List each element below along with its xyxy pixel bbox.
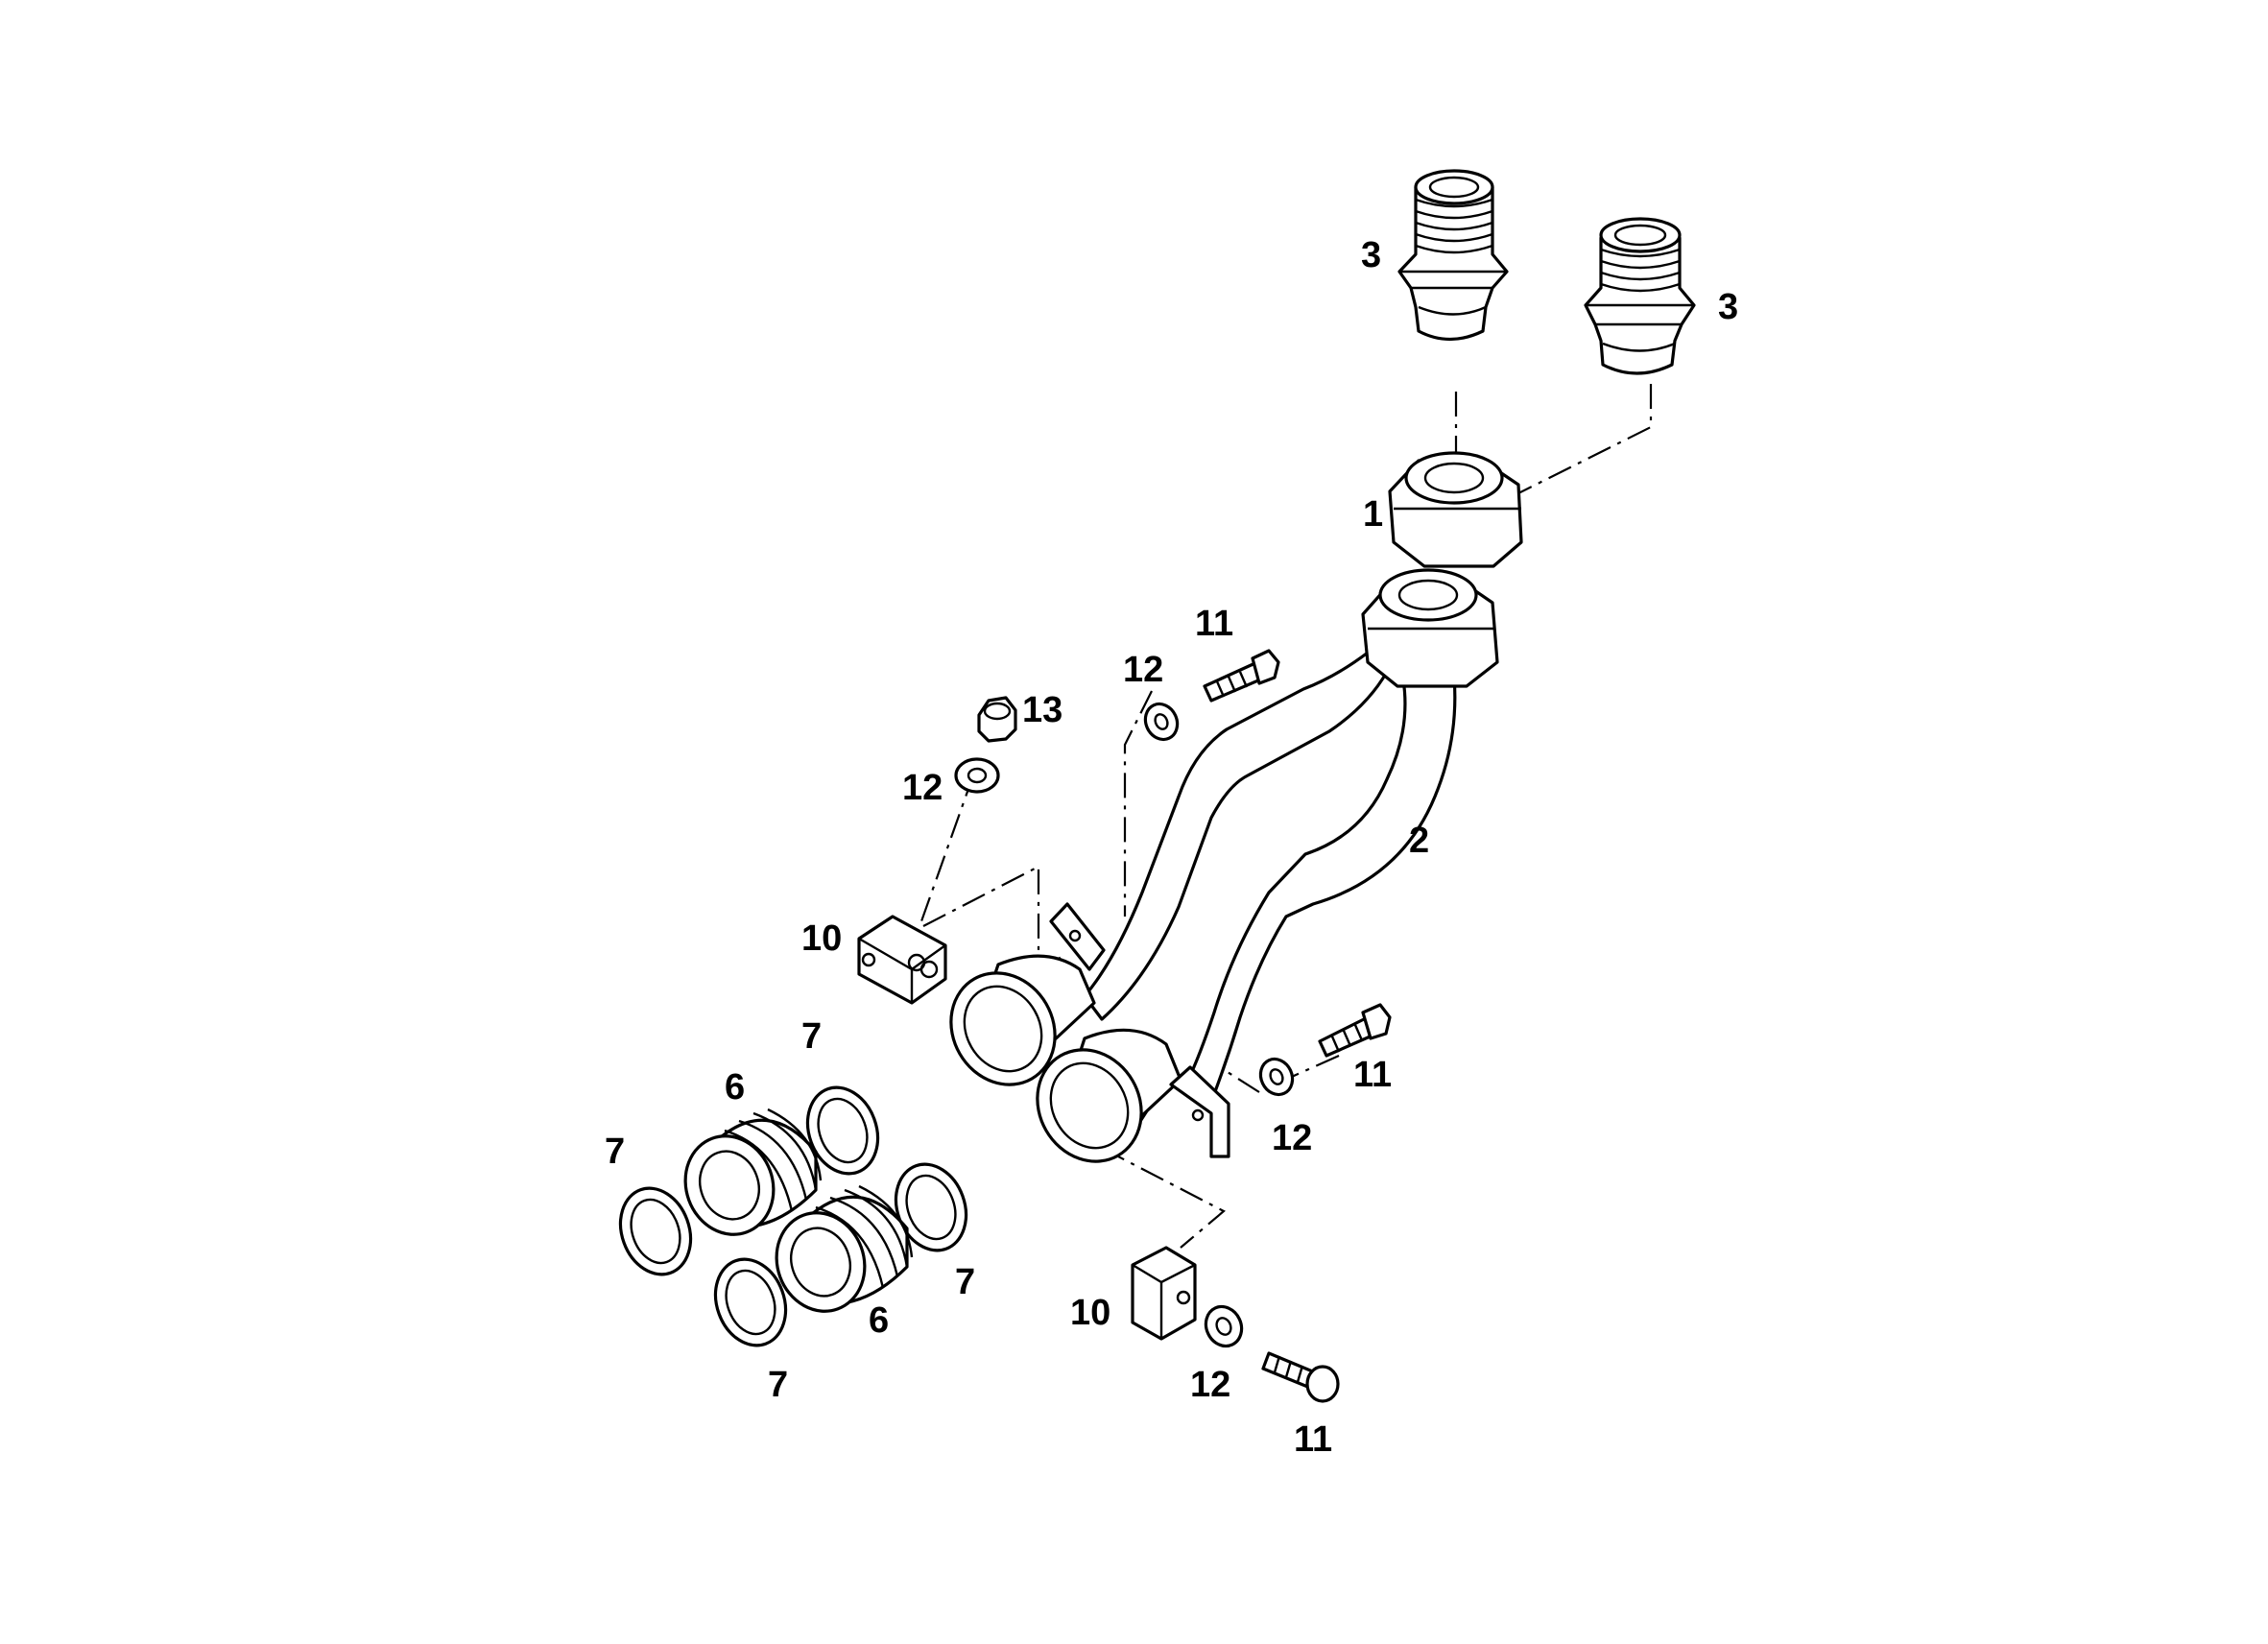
callout-3-left: 3 (1361, 235, 1381, 275)
bolt-lower (1261, 1351, 1340, 1403)
bellows-lower (775, 1184, 914, 1313)
callout-10-upper: 10 (801, 918, 842, 959)
washer-upper-bolt (1143, 702, 1180, 742)
bolt-upper (1203, 649, 1280, 703)
bolt-right (1318, 1003, 1392, 1058)
callout-12-upper-left: 12 (902, 768, 943, 808)
callout-6-lower: 6 (869, 1300, 889, 1341)
callout-7-top: 7 (801, 1016, 822, 1057)
o-ring-left (618, 1186, 693, 1276)
callout-10-lower: 10 (1070, 1293, 1110, 1333)
washer-lower (1204, 1304, 1244, 1348)
callout-11-right: 11 (1353, 1055, 1392, 1095)
callouts: 1 2 3 3 11 12 13 12 10 11 12 7 6 7 7 6 7… (605, 235, 1738, 1460)
callout-12-right: 12 (1272, 1118, 1312, 1158)
callout-13: 13 (1022, 690, 1062, 730)
callout-1: 1 (1363, 494, 1383, 535)
clamp-block-upper (857, 915, 947, 1005)
o-ring-right (894, 1162, 968, 1252)
callout-12-upper-right: 12 (1123, 650, 1163, 690)
callout-3-right: 3 (1718, 287, 1738, 327)
bellows-upper (683, 1108, 823, 1236)
pipe-assembly (949, 451, 1523, 1163)
callout-2: 2 (1409, 821, 1429, 861)
o-ring-top (805, 1085, 880, 1176)
callout-7-right: 7 (955, 1262, 975, 1302)
callout-11-lower: 11 (1294, 1419, 1332, 1460)
callout-6-upper: 6 (725, 1067, 745, 1108)
washer-right (1258, 1057, 1295, 1097)
clamp-block-lower (1131, 1246, 1197, 1341)
lock-nut (977, 696, 1017, 743)
callout-12-lower: 12 (1190, 1365, 1230, 1405)
adapter-upper-right (1584, 217, 1696, 375)
callout-11-upper: 11 (1195, 604, 1233, 644)
callout-7-bottom: 7 (768, 1365, 788, 1405)
washer-upper-nut (954, 757, 1000, 794)
o-ring-bottom (713, 1257, 788, 1347)
adapter-upper-left (1397, 169, 1509, 341)
callout-7-left: 7 (605, 1132, 625, 1172)
